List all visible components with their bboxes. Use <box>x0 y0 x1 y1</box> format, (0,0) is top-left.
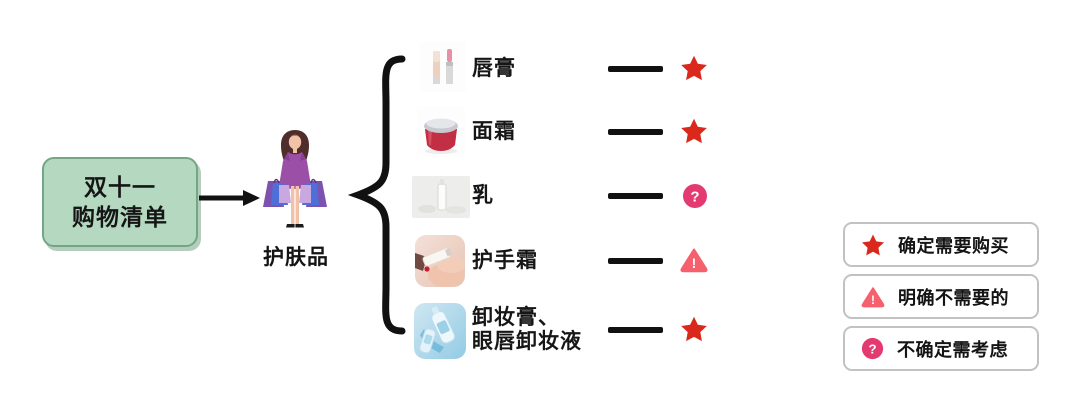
connector-line <box>608 66 663 72</box>
item-label-lipstick: 唇膏 <box>472 57 516 80</box>
legend-item-consider: ? 不确定需考虑 <box>843 326 1039 371</box>
connector-line <box>608 327 663 333</box>
question-glyph: ? <box>690 189 699 206</box>
star-icon <box>681 118 707 144</box>
warning-icon: ! <box>680 248 708 273</box>
face-cream-image <box>417 107 465 157</box>
item-label-makeup-remover-line2: 眼唇卸妆液 <box>472 330 582 353</box>
lipstick-image <box>420 42 466 92</box>
question-icon: ? <box>683 184 707 208</box>
item-label-makeup-remover: 卸妆膏、 眼唇卸妆液 <box>472 306 582 354</box>
legend: 确定需要购买 ! 明确不需要的 ? 不确定需考虑 <box>843 222 1039 371</box>
item-label-face-cream: 面霜 <box>472 120 516 143</box>
warning-icon: ! <box>861 286 885 307</box>
item-label-makeup-remover-line1: 卸妆膏、 <box>472 306 560 329</box>
legend-item-not-needed: ! 明确不需要的 <box>843 274 1039 319</box>
exclamation-glyph: ! <box>692 255 697 271</box>
item-label-lotion: 乳 <box>472 184 494 207</box>
category-label: 护肤品 <box>263 246 329 269</box>
makeup-remover-image <box>414 303 466 359</box>
shopper-woman-illustration <box>263 130 327 228</box>
legend-label-buy: 确定需要购买 <box>898 235 1009 256</box>
legend-label-consider: 不确定需考虑 <box>897 339 1008 360</box>
root-node-shopping-list: 双十一 购物清单 <box>42 157 198 247</box>
root-node-line2: 购物清单 <box>72 204 168 230</box>
lotion-image <box>412 176 470 218</box>
hand-cream-image <box>415 235 465 287</box>
legend-label-not-needed: 明确不需要的 <box>898 287 1009 308</box>
root-node-line1: 双十一 <box>84 173 156 200</box>
question-icon: ? <box>861 337 884 360</box>
connector-line <box>608 129 663 135</box>
item-label-hand-cream: 护手霜 <box>472 249 538 272</box>
connector-line <box>608 193 663 199</box>
star-icon <box>681 316 707 342</box>
arrow-right-icon <box>199 190 260 206</box>
star-icon <box>862 234 884 255</box>
shopping-bags-right <box>299 178 327 207</box>
star-icon <box>681 55 707 81</box>
shopping-bags-left <box>263 178 291 207</box>
legend-item-buy: 确定需要购买 <box>843 222 1039 267</box>
exclamation-glyph: ! <box>871 292 875 306</box>
question-glyph: ? <box>868 341 876 356</box>
curly-brace <box>347 55 406 335</box>
connector-line <box>608 258 663 264</box>
